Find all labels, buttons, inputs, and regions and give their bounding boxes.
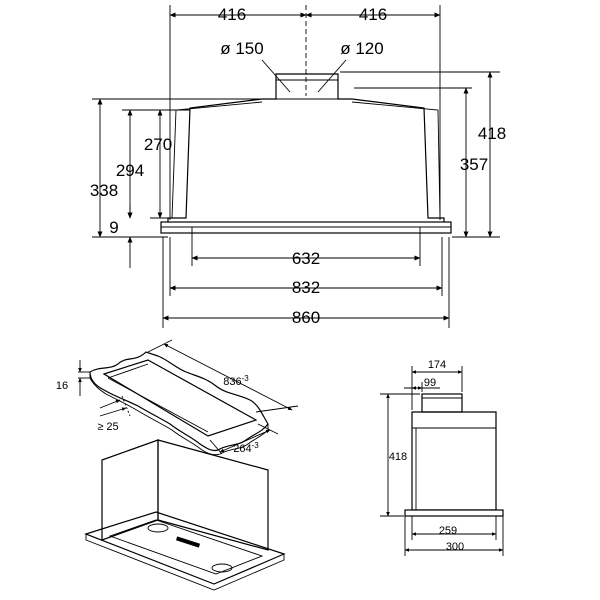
side-base-plate <box>404 509 504 517</box>
dim-line-264 <box>219 429 271 453</box>
dim-line-25-a <box>99 399 121 409</box>
dim-416-right: 416 <box>359 5 387 24</box>
front-base-plate <box>160 221 452 234</box>
dim-264: 264-3 <box>233 441 259 455</box>
dim-174: 174 <box>428 359 446 371</box>
front-view: 416 416 ø 150 ø 120 270 294 338 9 357 41… <box>90 5 506 328</box>
dim-416-left: 416 <box>218 5 246 24</box>
cutout-ext-836-a <box>147 339 173 353</box>
dim-338: 338 <box>90 181 118 200</box>
hood-iso-light-right <box>211 563 233 573</box>
hood-iso-box-left <box>101 439 159 541</box>
cutout-view: 16 836-3 264-3 ≥ 25 <box>56 339 299 456</box>
dim-259: 259 <box>439 525 457 537</box>
dim-16: 16 <box>56 380 68 392</box>
side-view: 174 99 418 259 300 <box>380 359 504 556</box>
dim-632: 632 <box>292 249 320 268</box>
side-body <box>411 411 497 511</box>
leader-dia-120 <box>317 59 347 93</box>
hood-iso-base-edge <box>85 534 285 591</box>
hood-iso-filter <box>108 519 264 575</box>
dim-line-25-b <box>99 407 127 417</box>
leader-dia-150 <box>261 59 291 93</box>
hood-iso-view <box>84 439 286 591</box>
dim-dia-150: ø 150 <box>220 39 263 58</box>
dim-line-836 <box>163 343 293 411</box>
dim-418: 418 <box>478 124 506 143</box>
cutout-ext-264-a <box>257 423 279 435</box>
cutout-ext-836-b <box>255 405 299 413</box>
side-duct <box>421 393 463 413</box>
dim-860: 860 <box>292 308 320 327</box>
dim-99: 99 <box>424 377 436 389</box>
dim-357: 357 <box>460 155 488 174</box>
dim-836: 836-3 <box>223 374 249 388</box>
dim-25: ≥ 25 <box>97 421 118 433</box>
dim-side-418: 418 <box>389 451 407 463</box>
hood-iso-box-right <box>157 439 269 551</box>
dim-832: 832 <box>292 278 320 297</box>
dim-300: 300 <box>446 541 464 553</box>
dim-dia-120: ø 120 <box>340 39 383 58</box>
front-hood-outline <box>167 73 445 222</box>
hood-iso-light-left <box>147 523 169 533</box>
dim-9: 9 <box>109 218 118 237</box>
cutout-hole-inner <box>107 363 209 433</box>
dim-270: 270 <box>144 135 172 154</box>
dim-294: 294 <box>116 161 144 180</box>
front-hood-inner-outline <box>171 101 441 219</box>
hood-iso-control-panel <box>175 536 201 548</box>
cutout-gap-guide <box>121 395 131 417</box>
cutout-hole <box>102 359 258 437</box>
